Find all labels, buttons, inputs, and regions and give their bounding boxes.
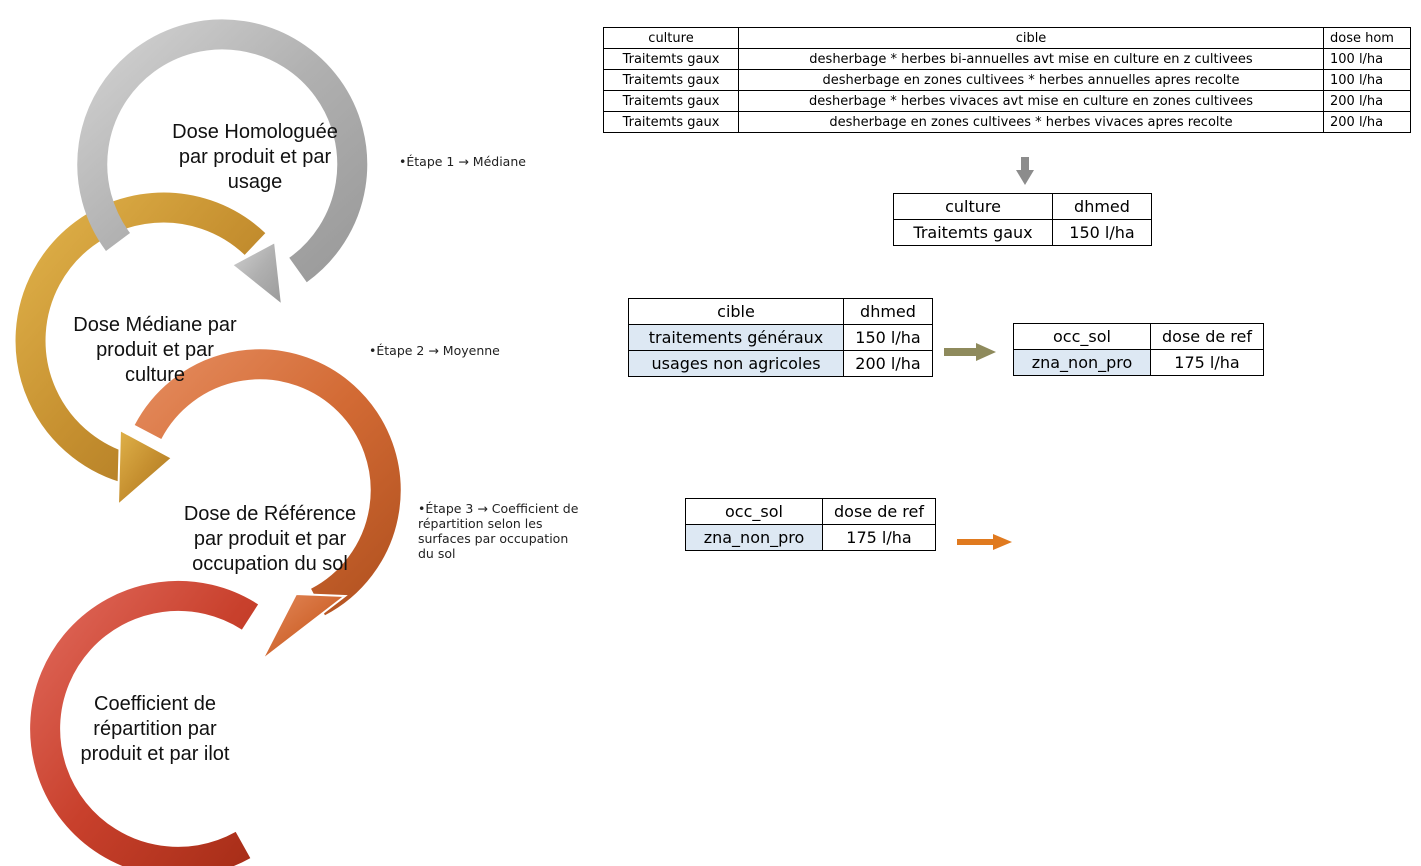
stage1-line3: usage [227,171,283,193]
table-header-row: culture cible dose hom [603,27,1411,49]
col-dose-hom: dose hom [1323,27,1411,49]
col-dose-ref: dose de ref [822,498,936,525]
cell: desherbage en zones cultivees * herbes v… [738,111,1324,133]
stage2-ring [15,192,266,508]
cell: usages non agricoles [628,350,844,377]
table-row: zna_non_pro 175 l/ha [1013,349,1264,376]
stage1-line1: Dose Homologuée [172,121,338,143]
table-row: zna_non_pro 175 l/ha [685,524,936,551]
reference-dose-table-2: occ_sol dose de ref zna_non_pro 175 l/ha [685,498,936,551]
cell: desherbage * herbes bi-annuelles avt mis… [738,48,1324,70]
stage3-line3: occupation du sol [192,553,348,575]
table-row: Traitemts gaux 150 l/ha [893,219,1152,246]
step3-line3: surfaces par occupation [418,531,569,546]
step3-line2: répartition selon les [418,516,543,531]
table-row: Traitemts gaux desherbage * herbes vivac… [603,90,1411,112]
col-cible: cible [738,27,1324,49]
table-row: Traitemts gaux desherbage en zones culti… [603,69,1411,91]
cell: traitements généraux [628,324,844,351]
stage4-line3: produit et par ilot [80,743,230,765]
cell: desherbage en zones cultivees * herbes a… [738,69,1324,91]
stage3-line2: par produit et par [193,528,347,550]
cell: Traitemts gaux [603,48,739,70]
cell: 175 l/ha [822,524,936,551]
cell: Traitemts gaux [603,90,739,112]
cell: 200 l/ha [1323,90,1411,112]
col-dhmed: dhmed [843,298,933,325]
stage1-line2: par produit et par [178,146,332,168]
table-row: usages non agricoles 200 l/ha [628,350,933,377]
cible-median-table: cible dhmed traitements généraux 150 l/h… [628,298,933,377]
cell: 100 l/ha [1323,69,1411,91]
stage3-ring [134,349,401,661]
cell: zna_non_pro [685,524,823,551]
col-culture: culture [603,27,739,49]
step3-line4: du sol [418,546,456,561]
stage3-label: Dose de Référence par produit et par occ… [170,502,370,577]
arrow-step1-down [1016,157,1034,185]
table-row: Traitemts gaux desherbage en zones culti… [603,111,1411,133]
stage2-line1: Dose Médiane par [73,314,237,336]
step2-line1: •Étape 2 → Moyenne [369,343,500,358]
col-occ-sol: occ_sol [685,498,823,525]
col-cible: cible [628,298,844,325]
step2-note: •Étape 2 → Moyenne [369,343,500,358]
cell: 150 l/ha [843,324,933,351]
cell: 175 l/ha [1150,349,1264,376]
stage1-ring [77,19,368,308]
stage3-line1: Dose de Référence [183,503,357,525]
stage1-label: Dose Homologuée par produit et par usage [150,120,360,195]
step1-line1: •Étape 1 → Médiane [399,154,526,169]
step3-note: •Étape 3 → Coefficient de répartition se… [418,501,578,561]
arrow-step3-right [957,534,1012,550]
cell: 100 l/ha [1323,48,1411,70]
col-occ-sol: occ_sol [1013,323,1151,350]
stage2-line3: culture [124,364,186,386]
table-row: Traitemts gaux desherbage * herbes bi-an… [603,48,1411,70]
median-dose-table: culture dhmed Traitemts gaux 150 l/ha [893,193,1152,246]
stage4-line2: répartition par [93,718,217,740]
cell: 200 l/ha [1323,111,1411,133]
table-header-row: culture dhmed [893,193,1152,220]
arrow-step2-right [944,343,996,361]
step3-line1: •Étape 3 → Coefficient de [418,501,579,516]
stage2-label: Dose Médiane par produit et par culture [55,313,255,388]
stage4-line1: Coefficient de [94,693,216,715]
cell: Traitemts gaux [603,69,739,91]
stage4-ring [30,580,259,866]
table-header-row: cible dhmed [628,298,933,325]
table-row: traitements généraux 150 l/ha [628,324,933,351]
cell: Traitemts gaux [603,111,739,133]
cell: 150 l/ha [1052,219,1152,246]
reference-dose-table-1: occ_sol dose de ref zna_non_pro 175 l/ha [1013,323,1264,376]
cell: zna_non_pro [1013,349,1151,376]
cell: Traitemts gaux [893,219,1053,246]
step1-note: •Étape 1 → Médiane [399,154,526,169]
col-dhmed: dhmed [1052,193,1152,220]
stage4-label: Coefficient de répartition par produit e… [55,692,255,767]
col-culture: culture [893,193,1053,220]
table-header-row: occ_sol dose de ref [1013,323,1264,350]
col-dose-ref: dose de ref [1150,323,1264,350]
cell: desherbage * herbes vivaces avt mise en … [738,90,1324,112]
table-header-row: occ_sol dose de ref [685,498,936,525]
stage2-line2: produit et par [96,339,214,361]
homologated-dose-table: culture cible dose hom Traitemts gaux de… [603,27,1411,133]
cell: 200 l/ha [843,350,933,377]
